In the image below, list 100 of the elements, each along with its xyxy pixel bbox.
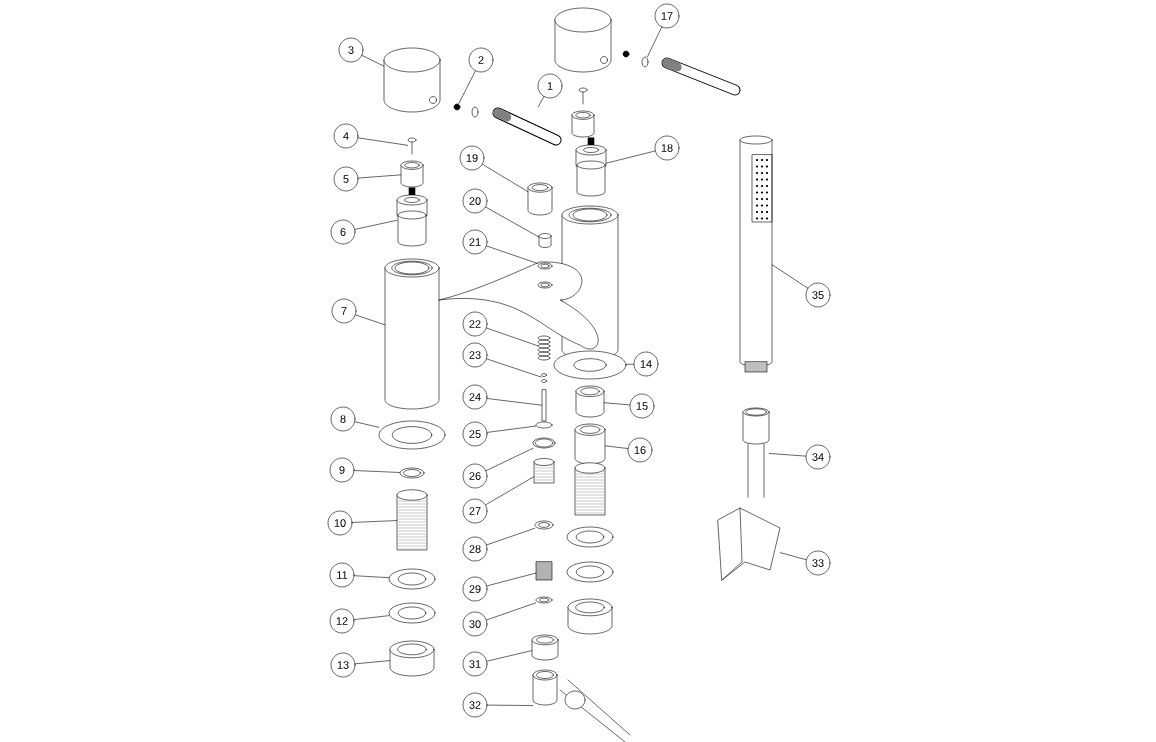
leader-line (354, 470, 400, 473)
washer (566, 561, 614, 583)
washer (388, 602, 436, 624)
diverter-knob (527, 182, 553, 216)
valve-cartridge (396, 187, 428, 247)
callout-number: 3 (338, 37, 364, 63)
callout-number: 34 (805, 444, 831, 470)
leader-line (537, 96, 545, 107)
leader-line (486, 398, 542, 406)
leader-line (605, 445, 629, 449)
leader-line (486, 527, 535, 546)
callout-number: 18 (654, 135, 680, 161)
callout-number: 7 (331, 298, 357, 324)
callout-number: 26 (462, 463, 488, 489)
leader-line (486, 358, 542, 378)
washer (471, 106, 479, 118)
lever-handle (661, 57, 741, 96)
leader-line (354, 660, 390, 665)
nut (531, 634, 559, 661)
flange-washer (553, 350, 627, 380)
washer (535, 421, 553, 429)
o-ring (535, 596, 553, 604)
callout-number: 29 (462, 576, 488, 602)
diverter-body (533, 458, 555, 484)
elbow-connector (532, 669, 631, 742)
leader-line (353, 615, 389, 620)
callout-number: 2 (468, 47, 494, 73)
connector (574, 423, 606, 465)
callout-number: 20 (462, 188, 488, 214)
back-nut (567, 598, 613, 635)
threaded-shank (574, 462, 606, 516)
callout-number: 6 (330, 219, 356, 245)
leader-line (354, 421, 379, 428)
leader-line (487, 704, 533, 706)
cup (571, 110, 595, 138)
handle-cap (383, 47, 441, 113)
leader-line (354, 575, 389, 578)
callout-number: 4 (333, 123, 359, 149)
cup (400, 160, 424, 188)
leader-line (352, 520, 397, 523)
callout-number: 8 (330, 406, 356, 432)
callout-number: 15 (629, 393, 655, 419)
leader-line (361, 55, 384, 67)
leader-line (458, 70, 476, 104)
callout-number: 11 (329, 562, 355, 588)
callout-number: 17 (654, 3, 680, 29)
callout-number: 30 (462, 611, 488, 637)
grub-screw (622, 50, 630, 58)
callout-number: 16 (627, 437, 653, 463)
callout-number: 1 (537, 73, 563, 99)
leader-line (647, 26, 662, 57)
callout-number: 31 (462, 651, 488, 677)
leader-line (486, 572, 536, 587)
leader-line (355, 314, 385, 326)
o-ring (399, 467, 425, 479)
screw (578, 87, 588, 105)
callout-number: 5 (333, 166, 359, 192)
leader-line (769, 453, 807, 457)
leader-line (604, 402, 631, 406)
leader-line (482, 164, 528, 192)
leader-line (486, 327, 538, 347)
flange-washer (378, 420, 446, 450)
leader-line (485, 448, 534, 471)
callout-number: 35 (805, 282, 831, 308)
diverter-cap (575, 385, 605, 418)
leader-line (485, 476, 534, 506)
callout-number: 28 (462, 536, 488, 562)
lever-handle (492, 107, 562, 146)
callout-number: 13 (330, 652, 356, 678)
callout-number: 33 (805, 550, 831, 576)
o-ring (532, 437, 556, 449)
handle-cap (554, 7, 612, 73)
hand-shower (739, 135, 773, 373)
leader-line (354, 220, 397, 230)
plug (535, 561, 553, 581)
leader-line (772, 264, 809, 289)
leader-line (780, 552, 807, 561)
leader-line (626, 363, 634, 365)
washer (388, 568, 436, 590)
screw (407, 137, 417, 155)
callout-number: 12 (329, 608, 355, 634)
washer (534, 520, 554, 530)
diverter-stem (541, 389, 547, 422)
leader-line (486, 650, 532, 662)
callout-number: 19 (459, 145, 485, 171)
hose-connector (742, 407, 770, 498)
leader-line (486, 602, 536, 621)
leader-line (357, 174, 401, 179)
leader-line (486, 245, 538, 264)
leader-line (606, 150, 656, 164)
wall-bracket (717, 507, 781, 581)
leader-line (485, 206, 539, 238)
callout-number: 25 (462, 421, 488, 447)
callout-number: 14 (633, 351, 659, 377)
callout-number: 9 (329, 457, 355, 483)
grub-screw (453, 103, 461, 111)
leader-line (357, 137, 408, 146)
callout-number: 32 (462, 692, 488, 718)
callout-number: 27 (462, 498, 488, 524)
valve-cartridge (575, 137, 607, 197)
